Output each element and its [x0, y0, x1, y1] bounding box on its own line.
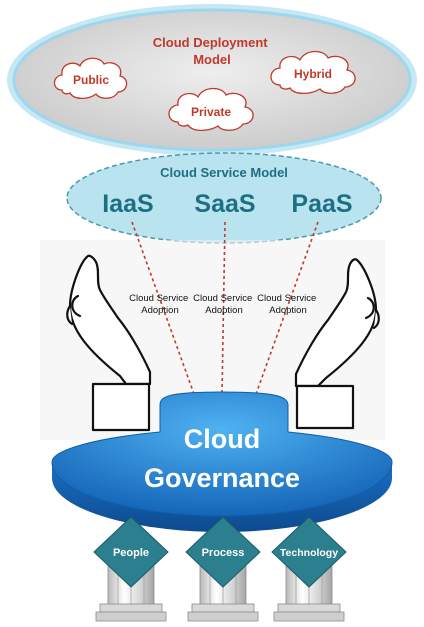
left-hand-icon — [66, 254, 152, 432]
diamond-people: People — [93, 516, 169, 588]
diamond-technology: Technology — [271, 516, 347, 588]
adoption-label-saas: Cloud Service Adoption — [193, 293, 255, 316]
deployment-oval — [12, 8, 412, 152]
dome-top — [51, 391, 393, 517]
service-paas: PaaS — [291, 190, 352, 218]
cloud-shape-icon — [53, 57, 128, 100]
deployment-title: Cloud Deployment Model — [153, 35, 271, 67]
adoption-labels: Cloud Service Adoption Cloud Service Ado… — [129, 293, 319, 316]
cloud-shape-icon — [168, 87, 254, 132]
service-saas: SaaS — [194, 190, 255, 218]
cloud-private: Private — [168, 87, 254, 132]
cloud-shape-icon — [270, 50, 356, 95]
governance-dome: Cloud Governance — [51, 391, 393, 532]
cloud-label-public: Public — [73, 73, 109, 87]
adoption-line-paas — [255, 221, 319, 395]
adoption-line-saas — [221, 221, 226, 395]
adoption-line2: Adoption — [141, 305, 179, 316]
pillar-diamonds: People Process Technology — [93, 516, 347, 588]
cloud-public: Public — [53, 57, 128, 100]
deployment-title-line2: Model — [193, 52, 231, 67]
service-title: Cloud Service Model — [160, 165, 288, 180]
deployment-model-group: Cloud Deployment Model Public Private Hy… — [7, 4, 417, 156]
diamond-shape — [271, 516, 347, 588]
right-hand-icon — [294, 258, 380, 430]
adoption-label-iaas: Cloud Service Adoption — [129, 293, 191, 316]
service-model-group: Cloud Service Model IaaS SaaS PaaS — [66, 152, 382, 244]
adoption-line2: Adoption — [269, 305, 307, 316]
adoption-line1: Cloud Service — [129, 293, 188, 304]
diamond-shape — [93, 516, 169, 588]
service-iaas: IaaS — [102, 190, 153, 218]
governance-line2: Governance — [144, 463, 300, 493]
adoption-connectors — [131, 221, 319, 395]
deployment-title-line1: Cloud Deployment — [153, 35, 269, 50]
cloud-label-private: Private — [191, 105, 231, 119]
cloud-hybrid: Hybrid — [270, 50, 356, 95]
adoption-line-iaas — [131, 221, 195, 395]
cloud-label-hybrid: Hybrid — [294, 67, 332, 81]
adoption-line1: Cloud Service — [193, 293, 252, 304]
adoption-line2: Adoption — [205, 305, 243, 316]
pillar-label-people: People — [113, 547, 149, 559]
adoption-line1: Cloud Service — [257, 293, 316, 304]
adoption-label-paas: Cloud Service Adoption — [257, 293, 319, 316]
diamond-process: Process — [185, 516, 261, 588]
pillar-label-technology: Technology — [280, 547, 338, 559]
pillar-label-process: Process — [202, 547, 245, 559]
governance-line1: Cloud — [184, 424, 260, 454]
diamond-shape — [185, 516, 261, 588]
